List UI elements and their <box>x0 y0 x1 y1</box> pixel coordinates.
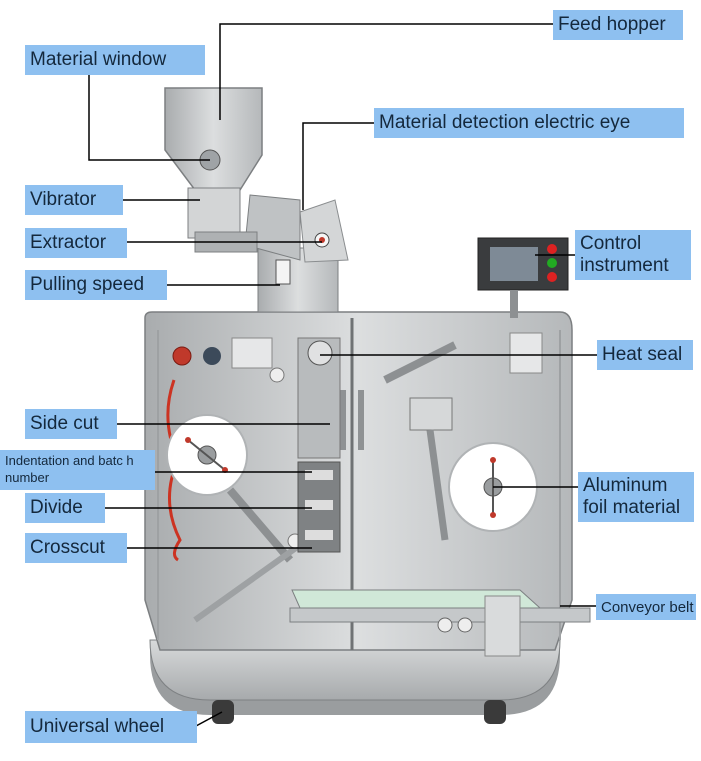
label-control-instrument: Control instrument <box>575 230 691 280</box>
center-column <box>297 337 341 553</box>
label-pulling-speed: Pulling speed <box>25 270 167 300</box>
label-universal-wheel: Universal wheel <box>25 711 197 743</box>
label-aluminum-foil: Aluminum foil material <box>578 472 694 522</box>
label-side-cut: Side cut <box>25 409 117 439</box>
universal-wheels <box>212 700 506 724</box>
vibrator-block <box>187 187 330 253</box>
label-conveyor-belt: Conveyor belt <box>596 594 696 620</box>
leader-feed-hopper <box>219 23 554 120</box>
upper-housing <box>244 194 349 313</box>
label-crosscut: Crosscut <box>25 533 127 563</box>
leader-universal-wheel <box>195 711 223 727</box>
main-cabinet <box>144 311 573 651</box>
label-material-window: Material window <box>25 45 205 75</box>
leader-lines <box>88 23 598 727</box>
label-material-detection-eye: Material detection electric eye <box>374 108 684 138</box>
left-panel-parts <box>166 337 303 623</box>
leader-detection-eye <box>302 122 375 210</box>
label-extractor: Extractor <box>25 228 127 258</box>
feed-hopper <box>164 87 263 191</box>
label-indentation-batch: Indentation and batc h number <box>0 450 155 490</box>
label-heat-seal: Heat seal <box>597 340 693 370</box>
leader-material-window <box>88 74 210 161</box>
conveyor <box>289 589 591 657</box>
label-divide: Divide <box>25 493 105 523</box>
label-vibrator: Vibrator <box>25 185 123 215</box>
label-feed-hopper: Feed hopper <box>553 10 683 40</box>
control-panel <box>477 237 569 318</box>
